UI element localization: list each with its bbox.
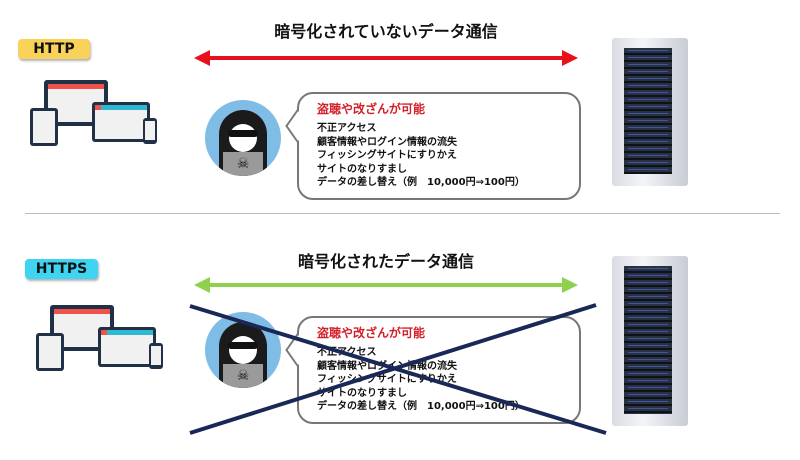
http-badge: HTTP	[18, 39, 90, 59]
server-icon	[612, 256, 688, 426]
http-double-arrow	[194, 50, 578, 66]
threat-item: 不正アクセス	[317, 347, 377, 358]
threat-item: 顧客情報やログイン情報の流失	[317, 136, 457, 148]
devices-icon	[30, 80, 160, 150]
skull-icon: ☠	[223, 364, 263, 388]
https-title: 暗号化されたデータ通信	[297, 252, 474, 271]
https-double-arrow	[194, 277, 578, 293]
threat-item: フィッシングサイトにすりかえ	[317, 150, 457, 161]
hacker-icon: ☠	[205, 312, 281, 388]
devices-icon	[36, 305, 166, 375]
threat-item: データの差し替え（例 10,000円⇒100円）	[317, 401, 525, 412]
threat-item: 顧客情報やログイン情報の流失	[317, 360, 457, 372]
https-threat-bubble: 盗聴や改ざんが可能 不正アクセス 顧客情報やログイン情報の流失 フィッシングサイ…	[285, 316, 581, 424]
section-divider	[25, 213, 780, 214]
http-title: 暗号化されていないデータ通信	[274, 22, 498, 41]
threat-item: サイトのなりすまし	[317, 387, 407, 399]
threat-item: フィッシングサイトにすりかえ	[317, 374, 457, 385]
threat-item: データの差し替え（例 10,000円⇒100円）	[317, 177, 525, 188]
http-threat-bubble: 盗聴や改ざんが可能 不正アクセス 顧客情報やログイン情報の流失 フィッシングサイ…	[285, 92, 581, 200]
skull-icon: ☠	[223, 152, 263, 176]
threat-heading: 盗聴や改ざんが可能	[317, 326, 426, 340]
server-icon	[612, 38, 688, 186]
https-badge: HTTPS	[25, 259, 98, 279]
threat-heading: 盗聴や改ざんが可能	[317, 102, 426, 116]
threat-item: サイトのなりすまし	[317, 163, 407, 175]
threat-item: 不正アクセス	[317, 123, 377, 134]
hacker-icon: ☠	[205, 100, 281, 176]
